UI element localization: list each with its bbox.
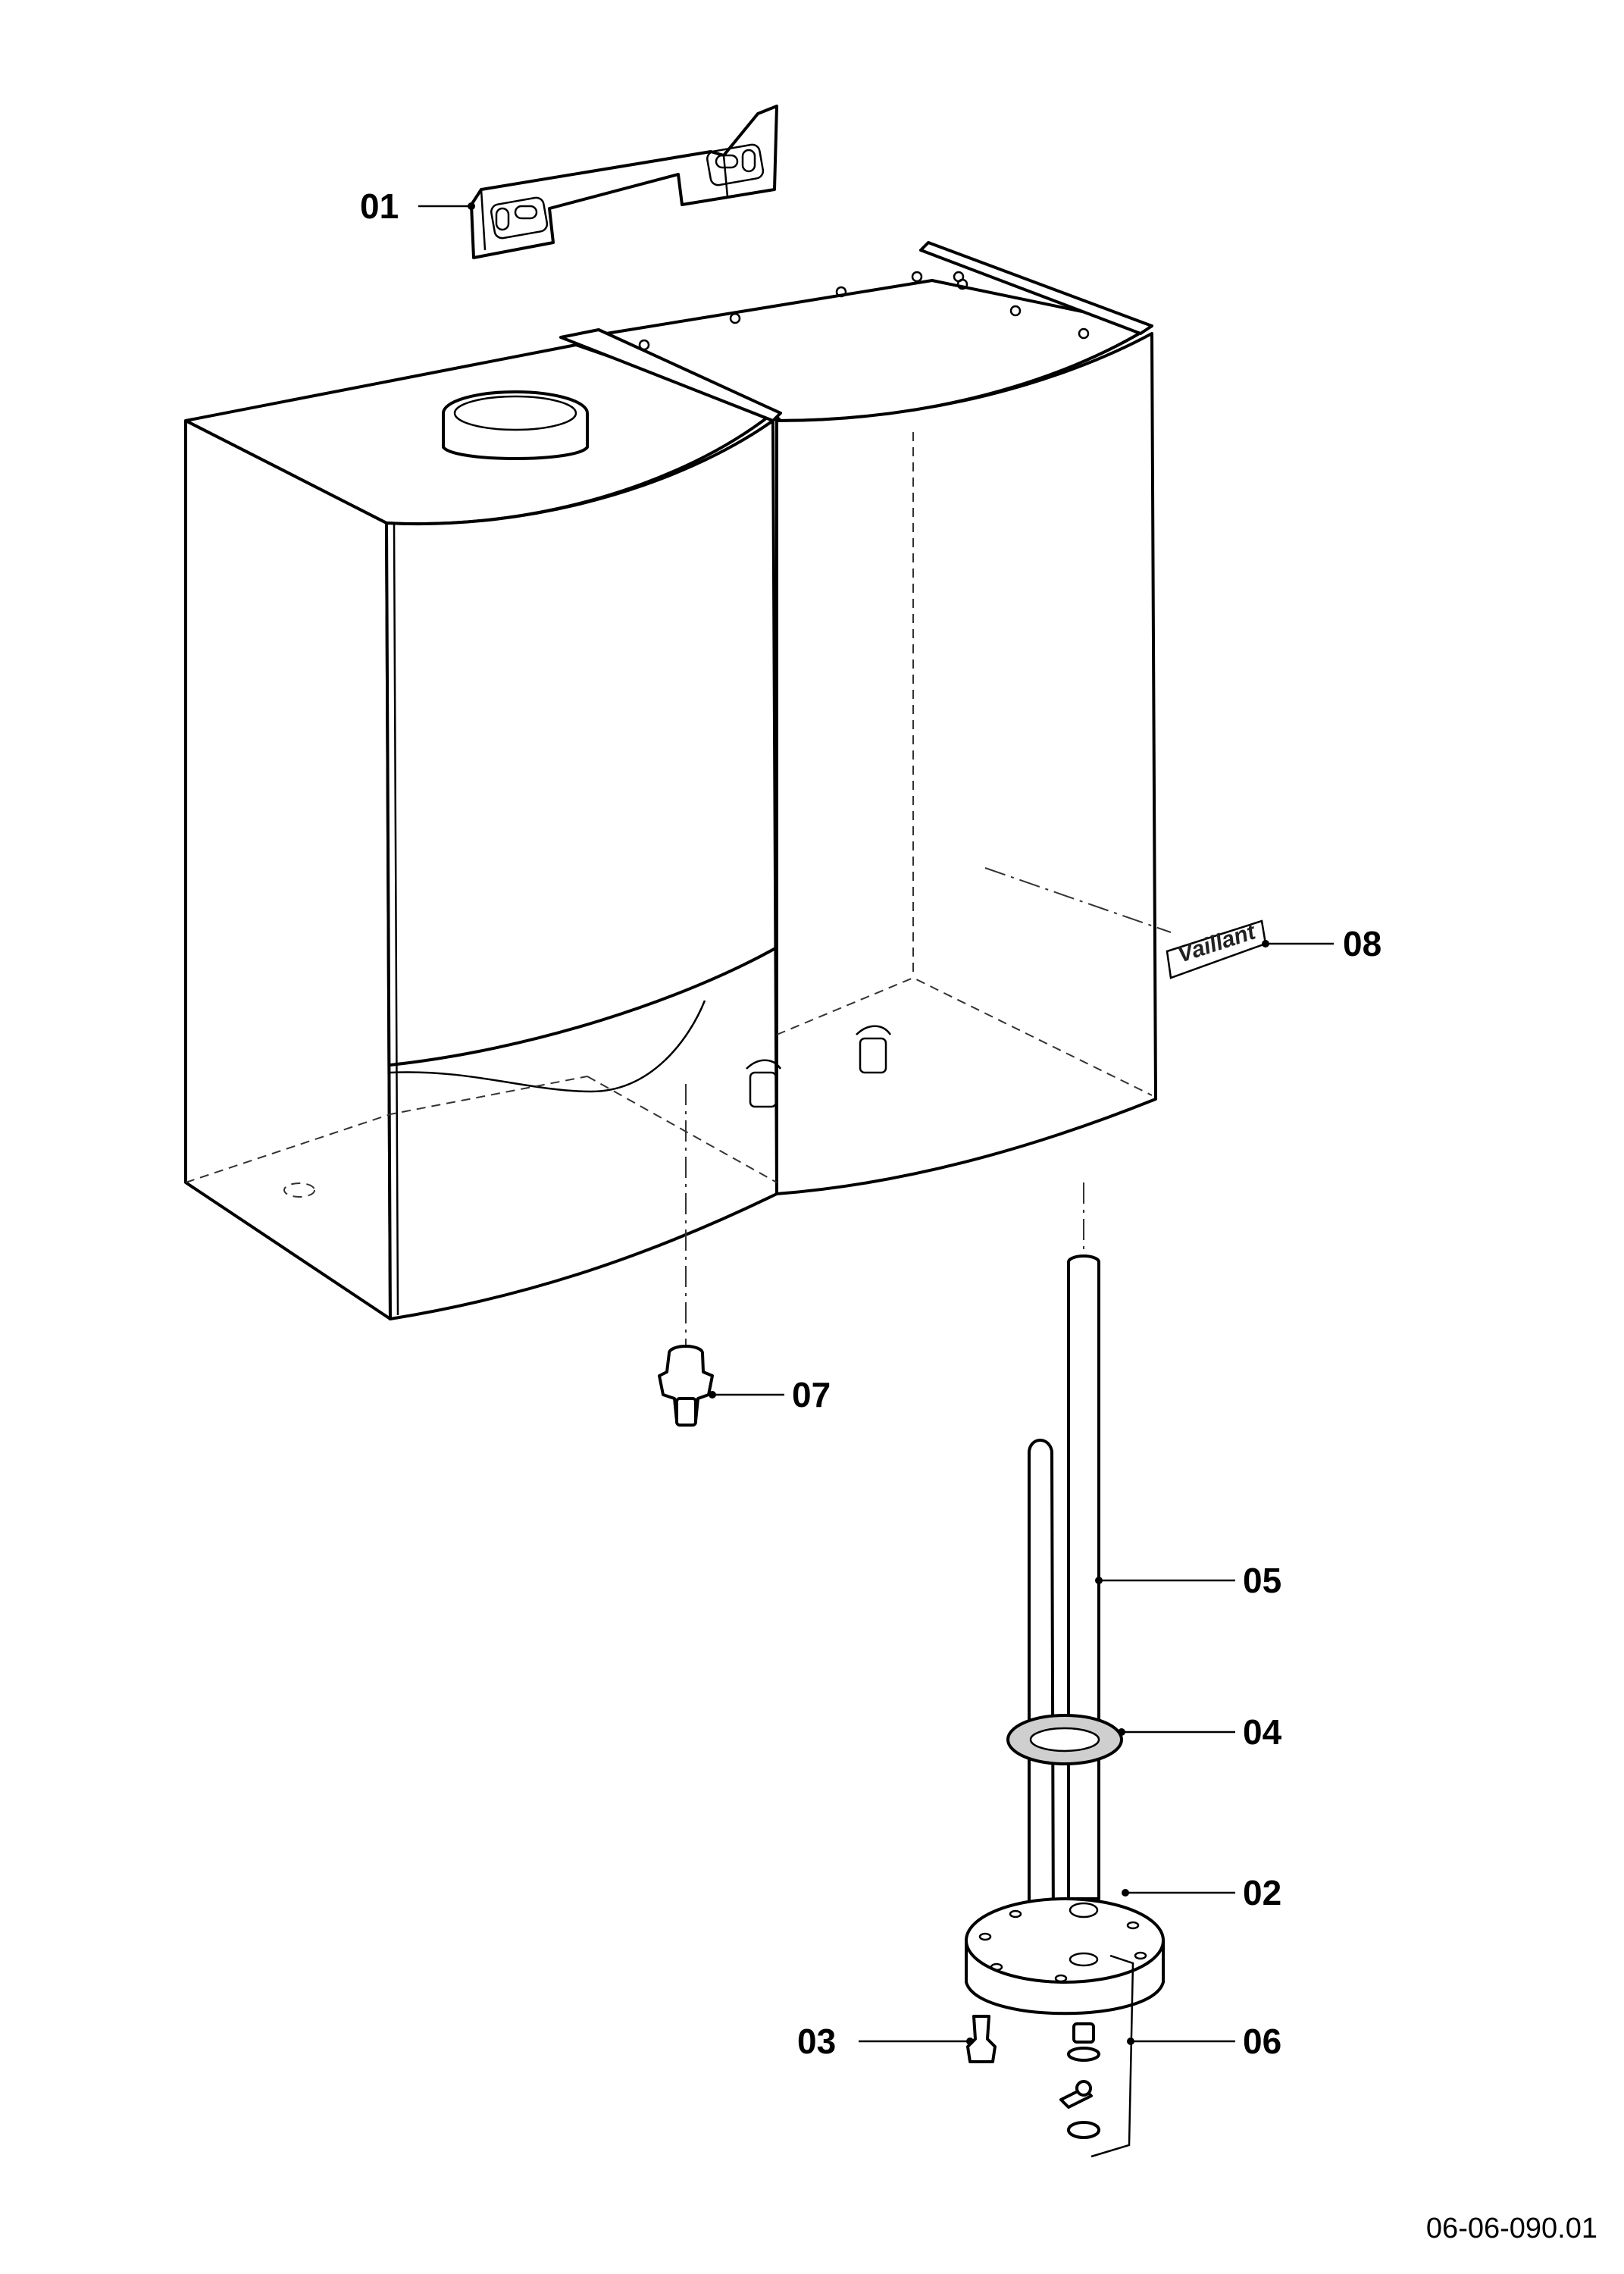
fastener-set <box>1059 1954 1134 2158</box>
mounting-bracket <box>470 105 778 259</box>
part-label-02: 02 <box>1243 1873 1281 1912</box>
anode-assembly <box>965 1182 1165 2158</box>
badge: Vaillant <box>1166 919 1267 979</box>
part-label-04: 04 <box>1243 1712 1282 1752</box>
part-label-07: 07 <box>792 1375 831 1414</box>
anode-rod <box>1067 1254 1100 1900</box>
part-label-03: 03 <box>797 2022 836 2061</box>
part-label-06: 06 <box>1243 2022 1281 2061</box>
part-label-01: 01 <box>360 186 399 226</box>
part-label-05: 05 <box>1243 1561 1281 1600</box>
drawing-number: 06-06-090.01 <box>1426 2213 1597 2244</box>
second-rod <box>1028 1439 1055 1938</box>
callout-leaders <box>418 202 1334 2045</box>
gasket-ring <box>1006 1714 1123 1765</box>
part-label-08: 08 <box>1343 924 1381 963</box>
boiler-casing <box>184 241 1172 1320</box>
drain-valve <box>658 1084 714 1427</box>
flange-plate <box>965 1897 1165 2016</box>
callout-labels: 01 02 03 04 05 06 07 08 <box>360 186 1381 2061</box>
